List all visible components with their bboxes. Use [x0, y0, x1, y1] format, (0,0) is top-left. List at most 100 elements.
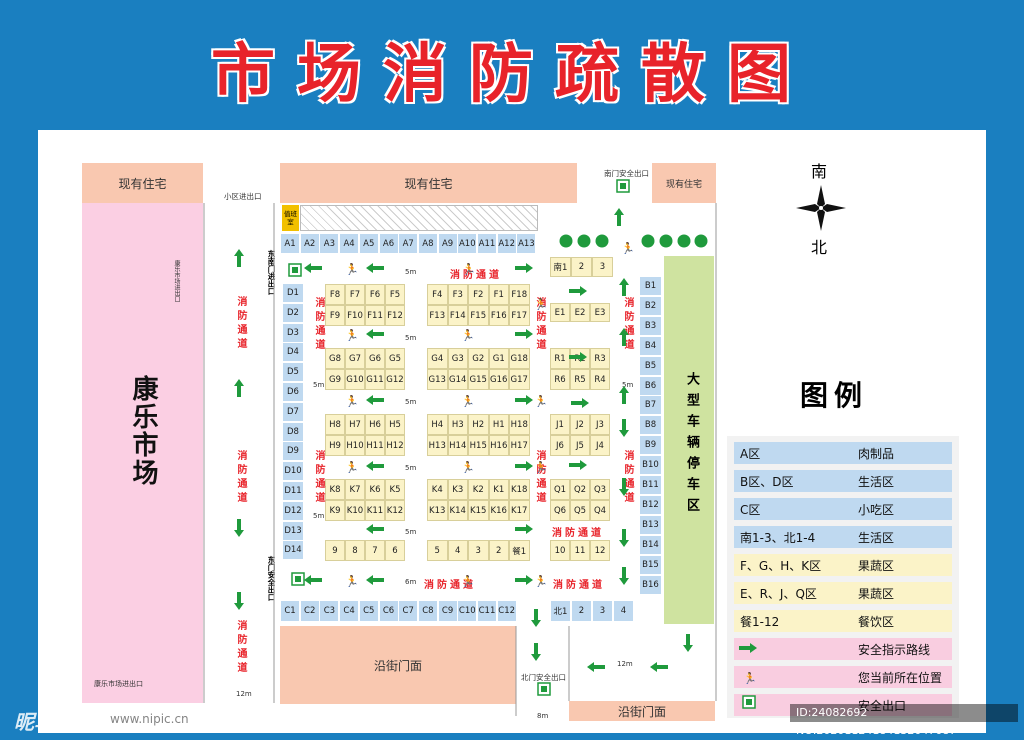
- stall-F15: F15: [468, 305, 489, 326]
- residence-left: 现有住宅: [82, 163, 203, 203]
- stall-E1: E1: [550, 303, 570, 322]
- stall-K16: K16: [488, 500, 509, 521]
- stall-K4: K4: [427, 479, 448, 500]
- safety-exit-icon: [746, 699, 752, 705]
- street-front-bottom-right: 沿街门面: [569, 701, 715, 721]
- legend-key: E、R、J、Q区: [740, 586, 817, 601]
- stall-G7: G7: [345, 348, 365, 369]
- current-location-icon: 🏃: [534, 575, 548, 588]
- stall-Q6: Q6: [550, 500, 570, 521]
- legend-value: 安全指示路线: [858, 642, 931, 657]
- stall-H10: H10: [345, 435, 365, 456]
- green-circle-icon: [694, 234, 708, 248]
- compass-south-label: 南: [811, 162, 828, 181]
- stall-A4: A4: [339, 233, 360, 254]
- legend-item: 您当前所在位置: [734, 666, 952, 688]
- stall-G13: G13: [427, 369, 448, 390]
- safety-arrow-icon: [571, 398, 589, 408]
- legend-item: C区小吃区: [734, 498, 952, 520]
- fire-lane-bottom-1: 消防通道: [424, 580, 476, 591]
- dist-5m-e: 5m: [405, 528, 417, 536]
- safety-arrow-icon: [366, 524, 384, 534]
- kangle-market-zone: [82, 203, 203, 703]
- stall-C12: C12: [496, 600, 517, 622]
- safety-arrow-icon: [531, 609, 541, 627]
- fire-lane-inner-2: 消防通道: [313, 450, 324, 506]
- green-circle-icon: [577, 234, 591, 248]
- stall-C1: C1: [280, 600, 300, 622]
- safety-arrow-icon: [531, 643, 541, 661]
- green-circle-icon: [595, 234, 609, 248]
- stall-J5: J5: [570, 435, 590, 456]
- parking-zone: [664, 256, 714, 624]
- stall-F11: F11: [365, 305, 385, 326]
- stall-7: 7: [365, 540, 385, 561]
- safety-arrow-icon: [304, 263, 322, 273]
- stall-H4: H4: [427, 414, 448, 435]
- safety-arrow-icon: [650, 662, 668, 672]
- safety-arrow-icon: [619, 419, 629, 437]
- stall-2: 2: [488, 540, 509, 561]
- stall-K11: K11: [365, 500, 385, 521]
- stall-A9: A9: [437, 233, 458, 254]
- stall-G3: G3: [447, 348, 468, 369]
- stall-B13: B13: [639, 514, 662, 535]
- fire-lane-right-2: 消防通道: [622, 450, 633, 506]
- stall-A12: A12: [496, 233, 517, 254]
- parking-label: 大型车辆停车区: [684, 372, 699, 519]
- stall-2: 2: [571, 257, 592, 277]
- stall-D2: D2: [282, 302, 304, 323]
- stall-6: 6: [385, 540, 405, 561]
- stall-5: 5: [427, 540, 448, 561]
- north-exit-label: 北门安全出口: [521, 673, 566, 682]
- legend-value: 餐饮区: [858, 614, 895, 629]
- stall-G17: G17: [509, 369, 530, 390]
- stall-F18: F18: [509, 284, 530, 305]
- stall-A6: A6: [378, 233, 399, 254]
- kangle-exit-bottom: 康乐市场进出口: [94, 680, 143, 688]
- stall-F6: F6: [365, 284, 385, 305]
- stall-H7: H7: [345, 414, 365, 435]
- stall-K15: K15: [468, 500, 489, 521]
- fire-lane-bottom-2: 消防通道: [553, 580, 605, 591]
- stall-Q1: Q1: [550, 479, 570, 500]
- legend-key: 南1-3、北1-4: [740, 530, 816, 545]
- stall-4: 4: [613, 600, 634, 622]
- stall-H13: H13: [427, 435, 448, 456]
- stall-C5: C5: [358, 600, 379, 622]
- safety-arrow-icon: [739, 643, 757, 653]
- stall-D13: D13: [282, 520, 304, 541]
- stall-Q2: Q2: [570, 479, 590, 500]
- stall-10: 10: [550, 540, 570, 561]
- community-exit-label: 小区进出口: [224, 192, 262, 201]
- stall-C2: C2: [299, 600, 320, 622]
- stall-A3: A3: [319, 233, 340, 254]
- current-location-icon: 🏃: [461, 395, 475, 408]
- stall-D9: D9: [282, 441, 304, 462]
- safety-arrow-icon: [515, 524, 533, 534]
- residence-top: 现有住宅: [280, 163, 577, 203]
- stall-H11: H11: [365, 435, 385, 456]
- current-location-icon: 🏃: [743, 672, 757, 685]
- safety-arrow-icon: [587, 662, 605, 672]
- safety-exit-icon: [292, 267, 298, 273]
- stall-K5: K5: [385, 479, 405, 500]
- legend-title: 图例: [800, 379, 869, 412]
- legend-value: 安全出口: [858, 698, 907, 713]
- fire-lane-mid-1: 消防通道: [534, 297, 545, 353]
- dist-5m-g: 5m: [313, 512, 325, 520]
- watermark-url: www.nipic.cn: [110, 712, 189, 726]
- stall-C4: C4: [339, 600, 360, 622]
- legend-item: E、R、J、Q区果蔬区: [734, 582, 952, 604]
- stall-D7: D7: [282, 401, 304, 422]
- legend-value: 果蔬区: [858, 558, 895, 573]
- stall-B2: B2: [639, 295, 662, 316]
- stall-H8: H8: [325, 414, 345, 435]
- safety-arrow-icon: [619, 278, 629, 296]
- stall-11: 11: [570, 540, 590, 561]
- current-location-icon: 🏃: [345, 263, 359, 276]
- dist-12m-b: 12m: [617, 660, 633, 668]
- safety-arrow-icon: [619, 529, 629, 547]
- legend-value: 您当前所在位置: [858, 670, 943, 685]
- stall-F16: F16: [488, 305, 509, 326]
